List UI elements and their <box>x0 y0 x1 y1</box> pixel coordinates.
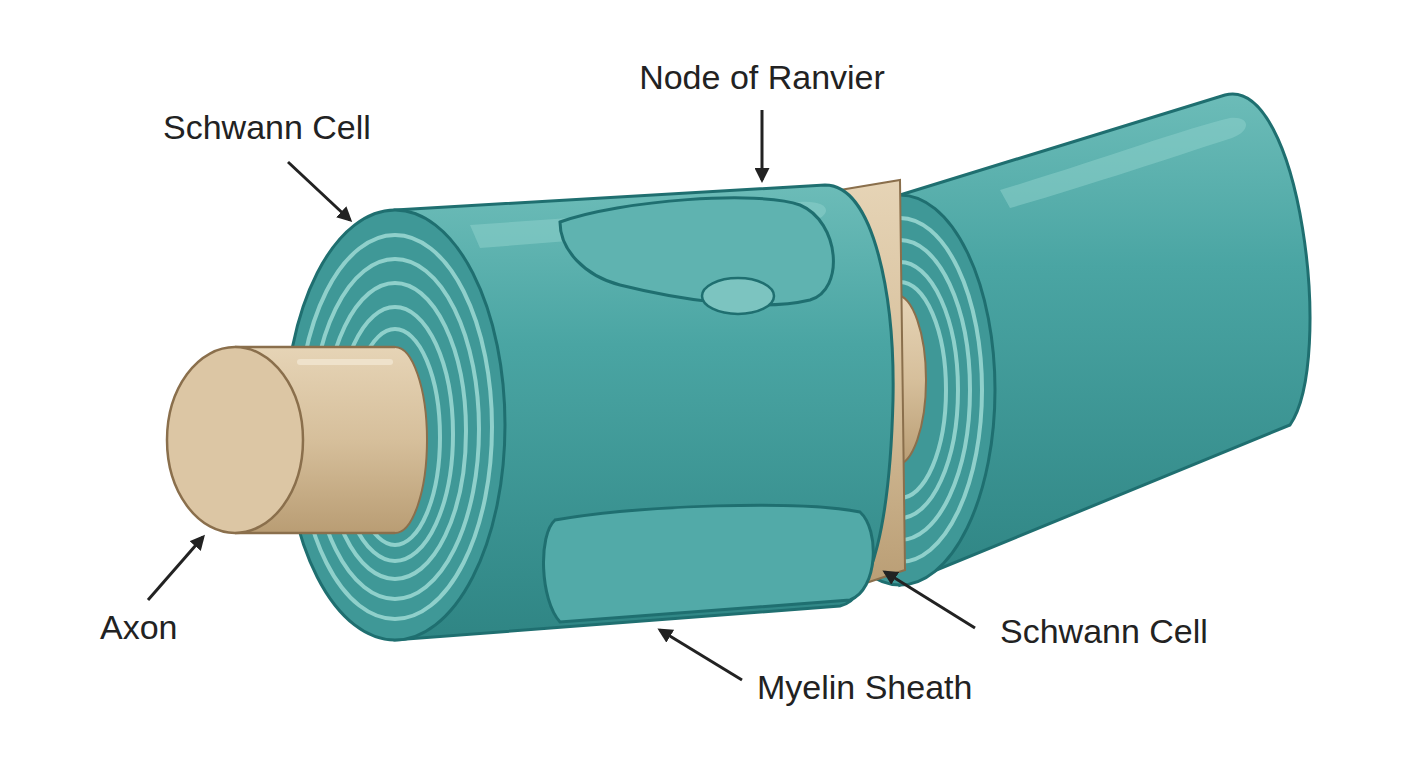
part-label: Schwann Cell <box>1000 612 1208 651</box>
part-label: Axon <box>100 608 178 647</box>
highlight <box>1000 118 1246 208</box>
axon <box>167 347 427 533</box>
part-label: Myelin Sheath <box>757 668 972 707</box>
part-label: Node of Ranvier <box>639 58 885 97</box>
schwann-cytoplasm <box>560 198 833 305</box>
schwann-nucleus <box>702 278 774 314</box>
leader-arrows <box>148 110 975 680</box>
schwann-cytoplasm <box>544 505 874 622</box>
part-label: Schwann Cell <box>163 108 371 147</box>
